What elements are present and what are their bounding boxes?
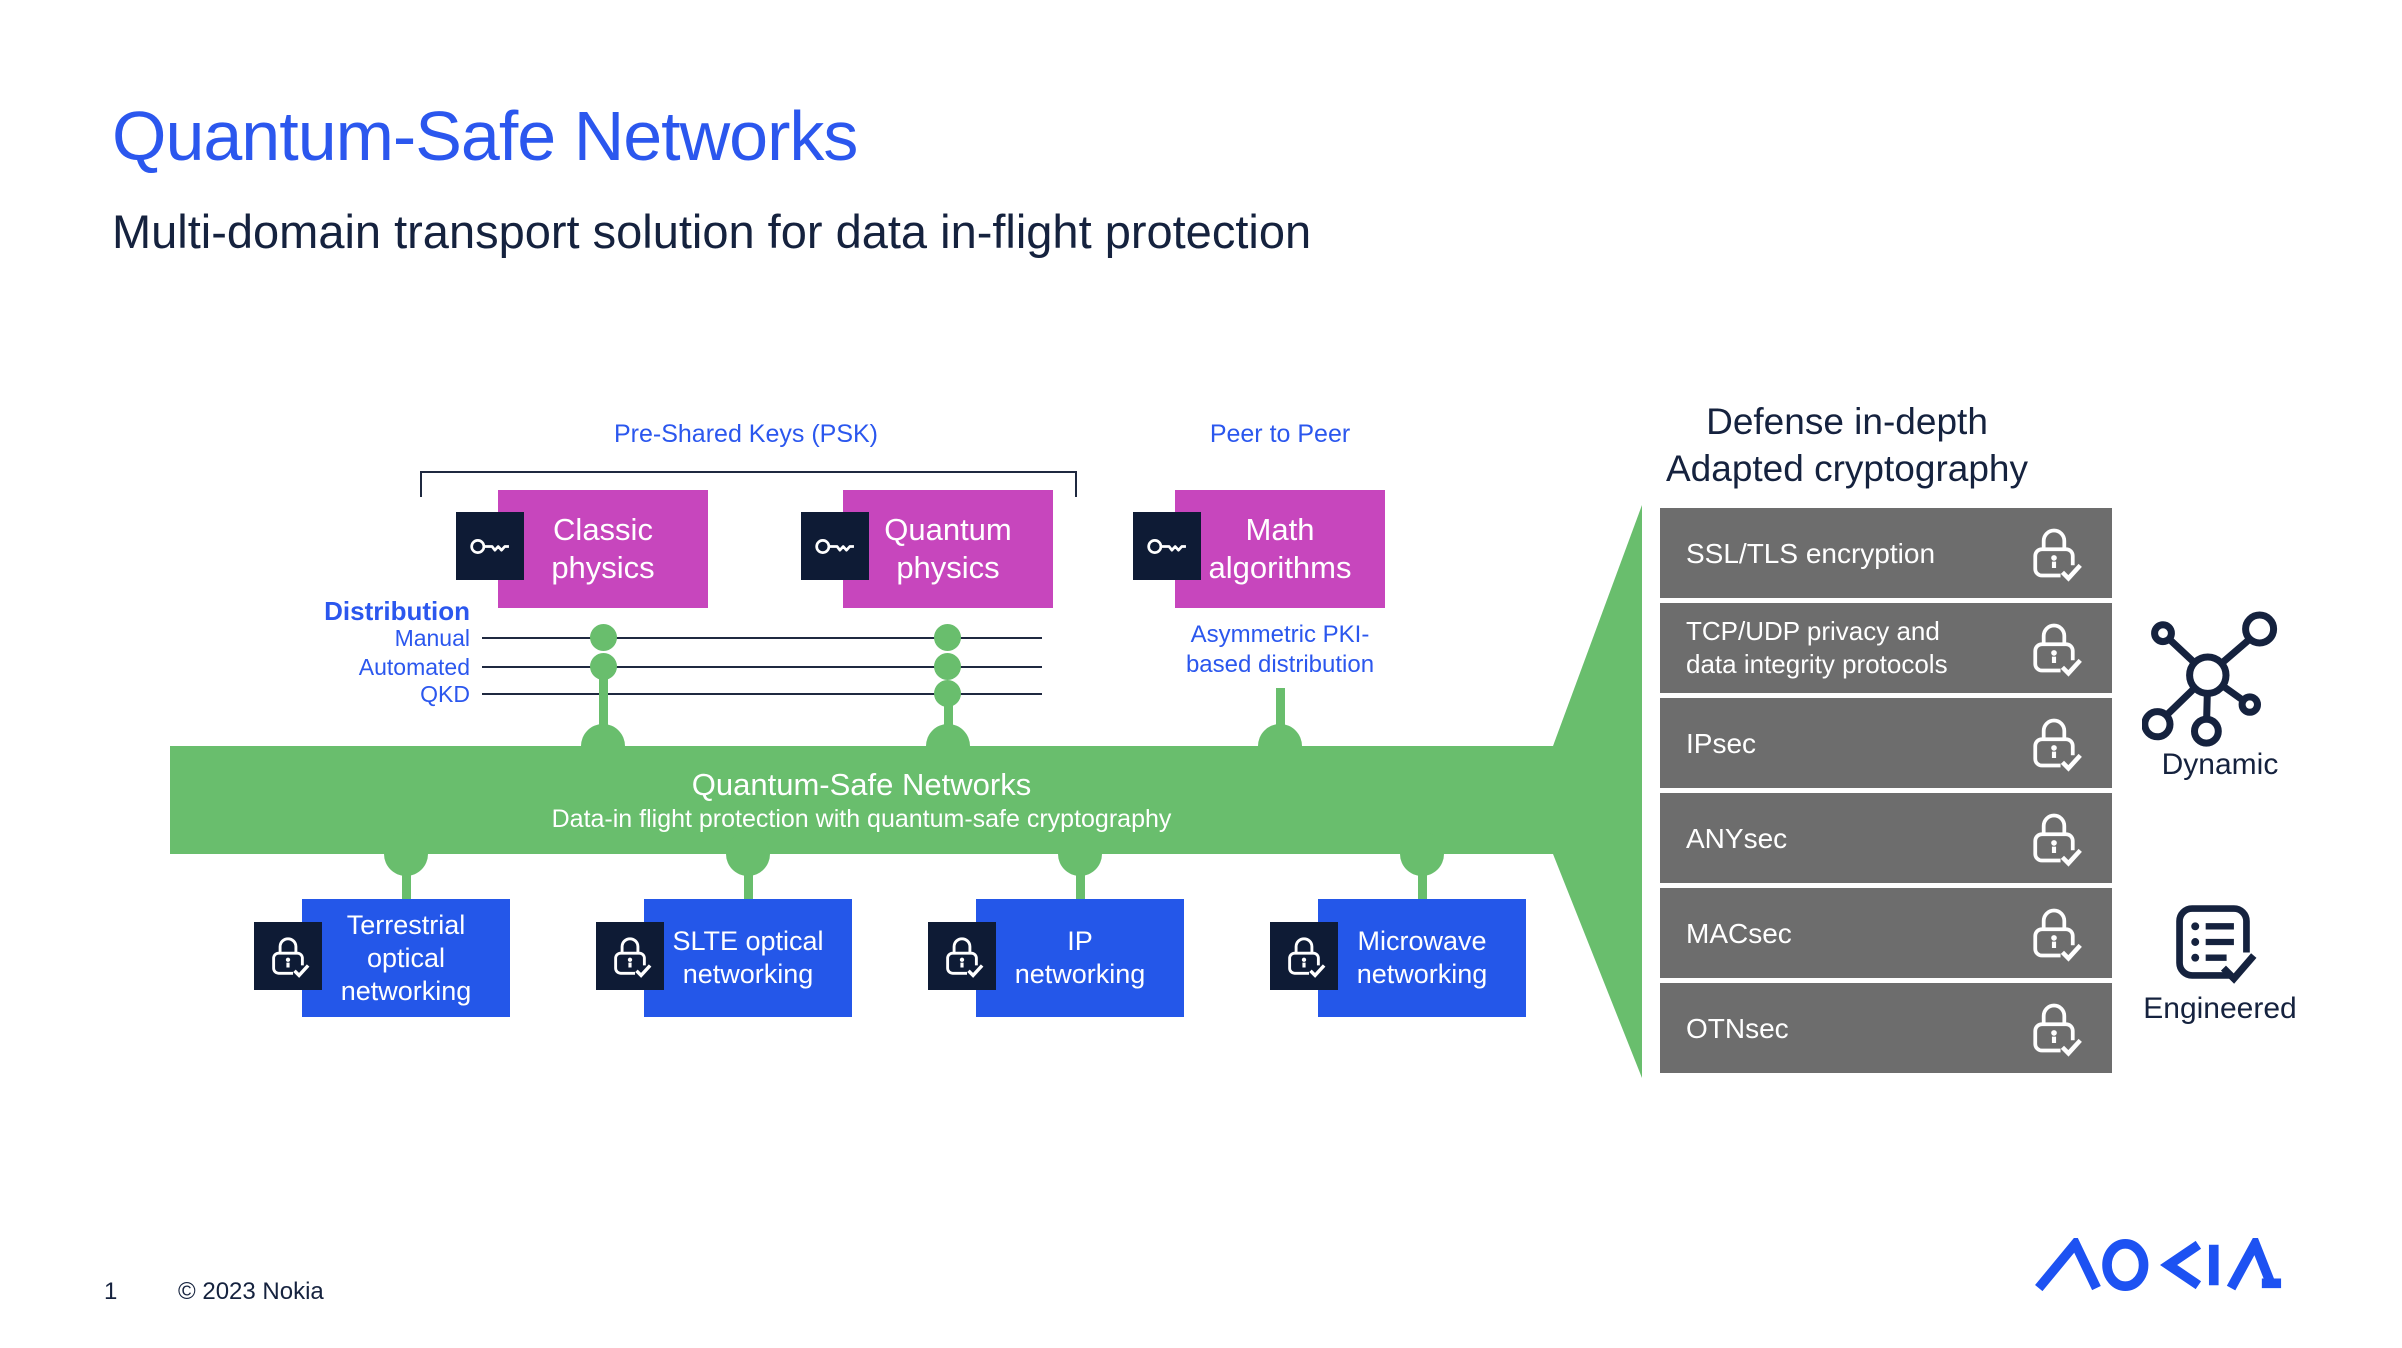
key-icon <box>1133 512 1201 580</box>
math-algorithms-label: Math <box>1245 512 1315 547</box>
distribution-row-automated: Automated <box>358 654 470 680</box>
page-title: Quantum-Safe Networks <box>112 97 858 175</box>
asymmetric-pki-label: Asymmetric PKI- based distribution <box>1185 621 1375 678</box>
distribution-title: Distribution <box>324 596 470 626</box>
quantum-stem <box>944 693 953 746</box>
psk-bracket <box>420 471 1077 497</box>
distribution-row-qkd: QKD <box>420 681 470 707</box>
defense-row-anysec: ANYsec <box>1660 793 2112 883</box>
nokia-logo <box>2035 1238 2282 1292</box>
page-subtitle: Multi-domain transport solution for data… <box>112 205 1312 258</box>
psk-label: Pre-Shared Keys (PSK) <box>614 420 878 448</box>
terrestrial-stem <box>402 854 411 899</box>
microwave-networking-box: Microwave networking <box>1318 899 1526 1017</box>
lock-check-icon <box>2024 523 2084 583</box>
quantum-automated-dot <box>934 653 961 680</box>
defense-row-ipsec: IPsec <box>1660 698 2112 788</box>
quantum-physics-label: Quantum <box>884 512 1012 547</box>
quantum-manual-dot <box>934 624 961 651</box>
checklist-check-icon <box>2167 896 2259 988</box>
ip-stem <box>1076 854 1085 899</box>
key-icon <box>456 512 524 580</box>
lock-check-icon <box>928 922 996 990</box>
slte-optical-box: SLTE optical networking <box>644 899 852 1017</box>
lock-check-icon <box>254 922 322 990</box>
defense-heading: Defense in-depth Adapted cryptography <box>1665 401 2028 489</box>
distribution-row-manual: Manual <box>394 625 470 651</box>
band-subtitle: Data-in flight protection with quantum-s… <box>551 805 1172 833</box>
funnel-arrow <box>1553 505 1642 1078</box>
qkd-line <box>482 693 1042 695</box>
engineered-label: Engineered <box>2143 992 2297 1025</box>
classic-physics-label: Classic <box>553 512 653 547</box>
defense-row-ssl-tls: SSL/TLS encryption <box>1660 508 2112 598</box>
terrestrial-optical-box: Terrestrial optical networking <box>302 899 510 1017</box>
lock-check-icon <box>2024 998 2084 1058</box>
quantum-safe-band: Quantum-Safe Networks Data-in flight pro… <box>170 746 1553 854</box>
lock-check-icon <box>2024 618 2084 678</box>
math-algorithms-box: Math algorithms <box>1175 490 1385 608</box>
automated-line <box>482 666 1042 668</box>
classic-physics-box: Classic physics <box>498 490 708 608</box>
math-stem <box>1276 688 1285 746</box>
classic-stem <box>599 666 608 746</box>
page-number: 1 <box>104 1278 118 1305</box>
lock-check-icon <box>2024 808 2084 868</box>
copyright: © 2023 Nokia <box>178 1278 324 1305</box>
dynamic-label: Dynamic <box>2161 748 2279 781</box>
lock-check-icon <box>2024 713 2084 773</box>
slte-stem <box>744 854 753 899</box>
band-title: Quantum-Safe Networks <box>691 767 1032 802</box>
network-molecule-icon <box>2132 608 2292 748</box>
ip-networking-box: IP networking <box>976 899 1184 1017</box>
manual-line <box>482 637 1042 639</box>
peer-to-peer-label: Peer to Peer <box>1209 420 1351 448</box>
defense-row-tcp-udp: TCP/UDP privacy and data integrity proto… <box>1660 603 2112 693</box>
quantum-physics-box: Quantum physics <box>843 490 1053 608</box>
lock-check-icon <box>1270 922 1338 990</box>
defense-row-otnsec: OTNsec <box>1660 983 2112 1073</box>
key-icon <box>801 512 869 580</box>
defense-row-macsec: MACsec <box>1660 888 2112 978</box>
microwave-stem <box>1418 854 1427 899</box>
classic-manual-dot <box>590 624 617 651</box>
lock-check-icon <box>2024 903 2084 963</box>
lock-check-icon <box>596 922 664 990</box>
